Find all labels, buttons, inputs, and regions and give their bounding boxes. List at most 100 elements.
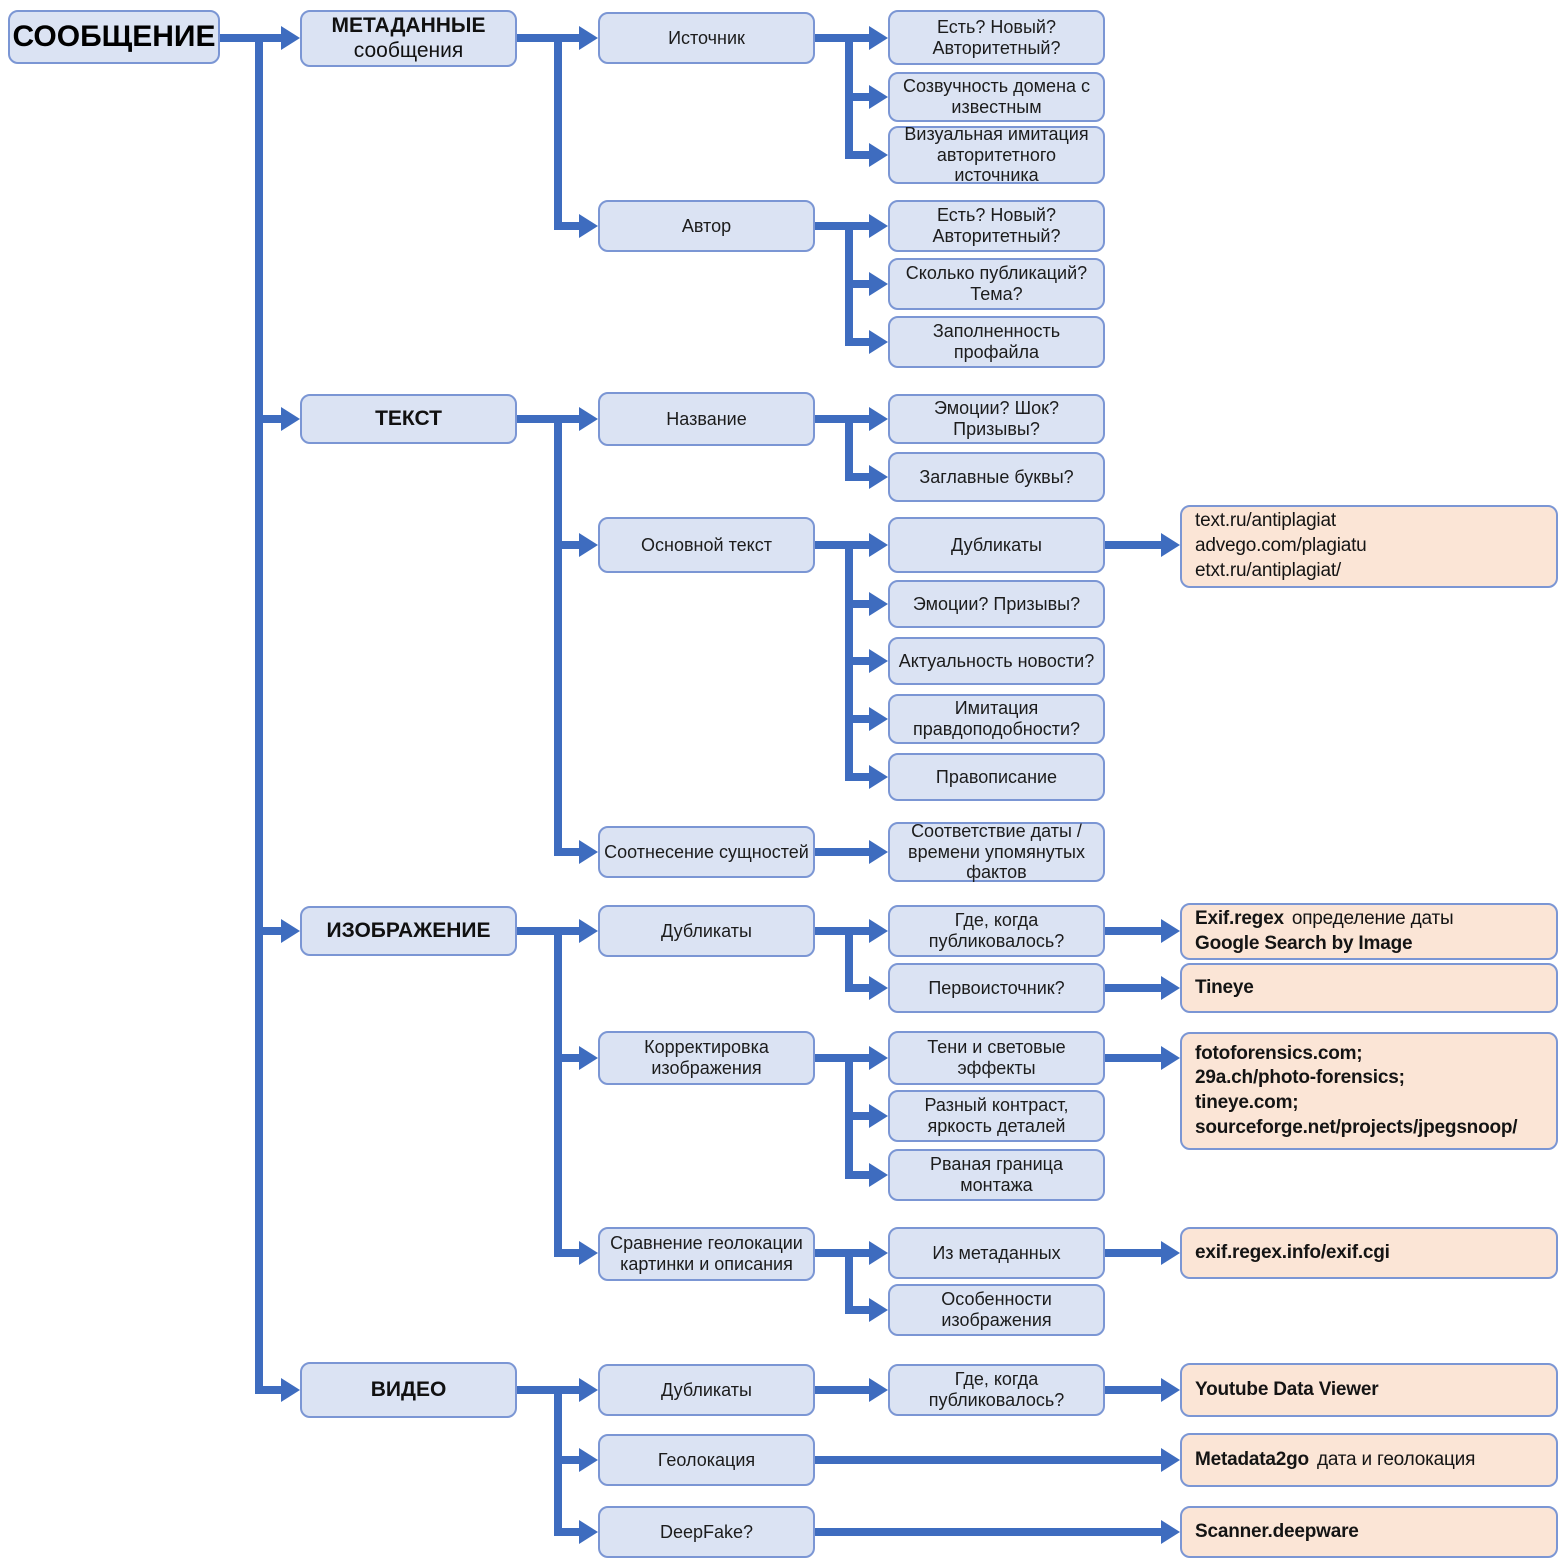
check-label: Заполненность профайла (932, 321, 1061, 362)
node-image: ИЗОБРАЖЕНИЕ (300, 906, 517, 956)
check-label: Эмоции? Призывы? (912, 593, 1081, 614)
node-title: Название (598, 392, 815, 446)
check-label: Есть? Новый? Авторитетный? (932, 16, 1061, 58)
node-geo-comparison: Сравнение геолокации картинки и описания (598, 1227, 815, 1281)
check-label: Созвучность домена с известным (902, 76, 1091, 117)
node-image-duplicates: Дубликаты (598, 905, 815, 957)
tool-name: Google Search by Image (1195, 932, 1413, 954)
tool-metadata2go: Metadata2go дата и геолокация (1180, 1433, 1558, 1487)
node-video-label: ВИДЕО (370, 1377, 447, 1401)
check-label: Из метаданных (932, 1242, 1061, 1263)
node-message: СООБЩЕНИЕ (8, 10, 220, 64)
tool-name: Youtube Data Viewer (1195, 1378, 1379, 1400)
node-source: Источник (598, 12, 815, 64)
node-image-label: ИЗОБРАЖЕНИЕ (326, 918, 491, 942)
node-title-label: Название (666, 408, 747, 429)
check-label: Особенности изображения (941, 1289, 1052, 1330)
node-image-editing: Корректировка изображения (598, 1031, 815, 1085)
node-text-duplicates: Дубликаты (888, 517, 1105, 573)
node-news-relevance: Актуальность новости? (888, 637, 1105, 685)
node-metadata-label: МЕТАДАННЫЕ (331, 14, 486, 38)
node-author-label: Автор (681, 215, 732, 236)
check-label: Первоисточник? (928, 977, 1065, 998)
check-label: Сколько публикаций? Тема? (905, 263, 1088, 304)
node-date-match: Соответствие даты / времени упомянутых ф… (888, 820, 1105, 883)
node-geolocation-label: Геолокация (657, 1449, 756, 1470)
tool-forensics: fotoforensics.com; 29a.ch/photo-forensic… (1180, 1032, 1558, 1150)
node-video-duplicates: Дубликаты (598, 1364, 815, 1416)
check-label: Соответствие даты / времени упомянутых ф… (908, 820, 1085, 883)
node-profile-completeness: Заполненность профайла (888, 316, 1105, 368)
node-visual-imitation: Визуальная имитация авторитетного источн… (888, 124, 1105, 185)
node-video: ВИДЕО (300, 1362, 517, 1418)
node-spelling: Правописание (888, 753, 1105, 801)
check-label: Эмоции? Шок? Призывы? (934, 398, 1059, 439)
node-where-when-published: Где, когда публиковалось? (888, 905, 1105, 957)
node-shadows-light: Тени и световые эффекты (888, 1031, 1105, 1085)
node-original-source: Первоисточник? (888, 963, 1105, 1013)
node-message-label: СООБЩЕНИЕ (12, 19, 216, 53)
tool-exif-cgi: exif.regex.info/exif.cgi (1180, 1227, 1558, 1279)
node-emotions-calls: Эмоции? Призывы? (888, 580, 1105, 628)
node-text-label: ТЕКСТ (375, 406, 442, 430)
tool-line: fotoforensics.com; (1195, 1042, 1363, 1064)
node-image-editing-label: Корректировка изображения (644, 1037, 769, 1078)
node-contrast-brightness: Разный контраст, яркость деталей (888, 1090, 1105, 1142)
tool-youtube-viewer: Youtube Data Viewer (1180, 1363, 1558, 1417)
check-label: Правописание (935, 766, 1058, 787)
check-label: Рваная граница монтажа (930, 1154, 1063, 1195)
tool-name: Tineye (1195, 976, 1254, 998)
node-montage-border: Рваная граница монтажа (888, 1149, 1105, 1201)
node-capital-letters: Заглавные буквы? (888, 452, 1105, 502)
node-body-text-label: Основной текст (641, 534, 772, 555)
tool-name: Metadata2go (1195, 1448, 1309, 1470)
node-geolocation: Геолокация (598, 1434, 815, 1486)
check-label: Тени и световые эффекты (927, 1037, 1066, 1078)
node-emotions-shock: Эмоции? Шок? Призывы? (888, 394, 1105, 444)
check-label: Дубликаты (951, 534, 1042, 555)
node-geo-comparison-label: Сравнение геолокации картинки и описания (610, 1233, 803, 1274)
tool-antiplagiat: text.ru/antiplagiat advego.com/plagiatu … (1180, 505, 1558, 588)
tool-desc: определение даты (1291, 907, 1454, 929)
check-label: Актуальность новости? (898, 650, 1095, 671)
node-deepfake: DeepFake? (598, 1506, 815, 1558)
tool-exif-google: Exif.regex определение даты Google Search… (1180, 903, 1558, 960)
node-video-duplicates-label: Дубликаты (661, 1379, 752, 1400)
tool-line: etxt.ru/antiplagiat/ (1195, 559, 1341, 581)
node-source-label: Источник (668, 27, 745, 48)
node-image-features: Особенности изображения (888, 1284, 1105, 1336)
node-author: Автор (598, 200, 815, 252)
tool-line: tineye.com; (1195, 1092, 1299, 1113)
node-from-metadata: Из метаданных (888, 1227, 1105, 1279)
check-label: Где, когда публиковалось? (928, 910, 1065, 951)
tool-name: exif.regex.info/exif.cgi (1195, 1241, 1390, 1263)
node-entity-matching-label: Соотнесение сущностей (604, 841, 809, 862)
tool-name: Scanner.deepware (1195, 1520, 1359, 1542)
tool-deepware: Scanner.deepware (1180, 1506, 1558, 1558)
tool-line: advego.com/plagiatu (1195, 535, 1367, 557)
node-video-where-when: Где, когда публиковалось? (888, 1364, 1105, 1416)
tool-line: sourceforge.net/projects/jpegsnoop/ (1195, 1116, 1518, 1138)
node-author-exists: Есть? Новый? Авторитетный? (888, 200, 1105, 252)
node-deepfake-label: DeepFake? (659, 1521, 754, 1542)
node-plausibility-imitation: Имитация правдоподобности? (888, 694, 1105, 744)
node-metadata: МЕТАДАННЫЕ сообщения (300, 10, 517, 67)
tool-line: text.ru/antiplagiat (1195, 510, 1336, 532)
check-label: Есть? Новый? Авторитетный? (932, 205, 1061, 246)
tool-desc: дата и геолокация (1316, 1448, 1476, 1470)
check-label: Разный контраст, яркость деталей (924, 1095, 1069, 1136)
check-label: Имитация правдоподобности? (912, 698, 1081, 739)
node-source-exists: Есть? Новый? Авторитетный? (888, 10, 1105, 65)
check-label: Заглавные буквы? (919, 466, 1074, 487)
tool-line: 29a.ch/photo-forensics; (1195, 1067, 1405, 1089)
tool-name: Exif.regex (1195, 907, 1284, 929)
node-domain-similarity: Созвучность домена с известным (888, 72, 1105, 122)
node-text: ТЕКСТ (300, 394, 517, 444)
tool-tineye: Tineye (1180, 963, 1558, 1013)
node-entity-matching: Соотнесение сущностей (598, 826, 815, 878)
node-image-duplicates-label: Дубликаты (661, 920, 752, 941)
node-body-text: Основной текст (598, 517, 815, 573)
node-metadata-sublabel: сообщения (353, 38, 464, 62)
